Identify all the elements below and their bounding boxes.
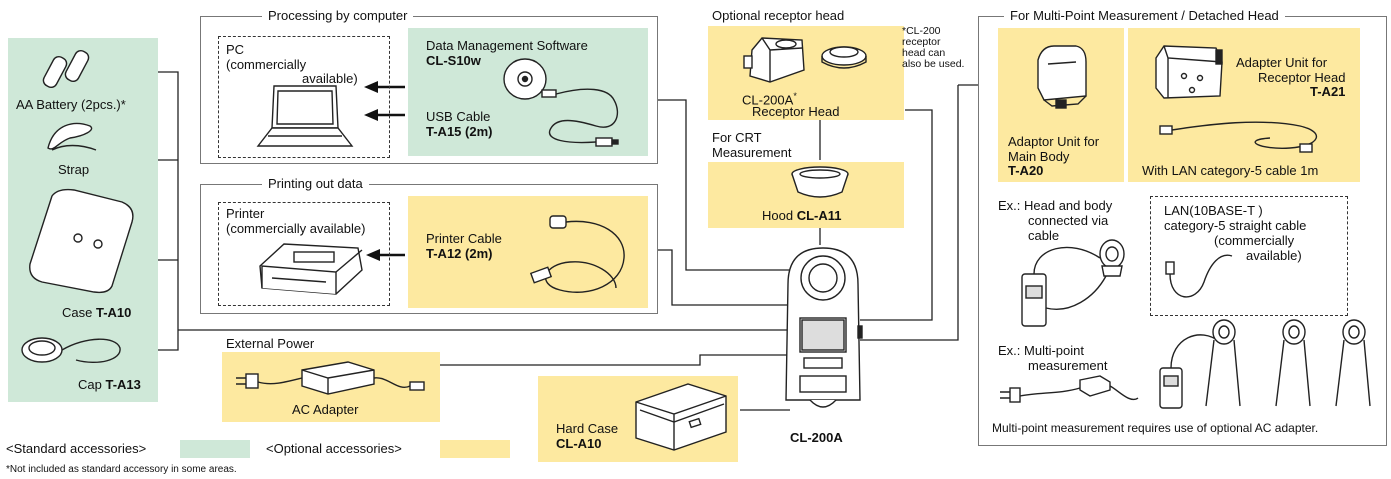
receptor-note-line1: *CL-200 — [902, 25, 941, 37]
cd-icon — [503, 58, 547, 100]
hard-case-code: CL-A10 — [556, 436, 602, 451]
adaptor-body-code: T-A20 — [1008, 163, 1044, 178]
pc-label-line2: (commercially — [226, 57, 307, 72]
cap-name: Cap — [78, 377, 102, 392]
software-code: CL-S10w — [426, 53, 481, 68]
printer-icon — [259, 243, 363, 295]
ex1-line3: cable — [1028, 228, 1060, 243]
adapter-head-code: T-A21 — [1310, 84, 1346, 99]
printer-cable-code: T-A12 (2m) — [426, 246, 493, 261]
receptor-head-code: CL-200A* — [742, 89, 797, 107]
printer-box — [218, 202, 390, 306]
hood-label: Hood CL-A11 — [762, 208, 842, 223]
printer-label-line1: Printer — [226, 206, 265, 221]
crt-line2: Measurement — [712, 145, 792, 160]
cap-icon — [21, 337, 121, 364]
hard-case-icon — [635, 383, 727, 451]
hard-case-label: Hard Case — [556, 421, 619, 436]
strap-icon — [47, 122, 97, 151]
printer-cable-label: Printer Cable — [426, 231, 502, 246]
printer-label-line2: (commercially available) — [226, 221, 366, 236]
legend-standard-label: <Standard accessories> — [6, 441, 147, 456]
printing-section-frame — [200, 184, 658, 314]
hood-icon — [791, 166, 849, 198]
software-label: Data Management Software — [426, 38, 588, 53]
printer-cable-icon — [529, 215, 625, 293]
legend-standard-swatch — [180, 440, 250, 458]
adaptor-unit-body-icon — [1037, 45, 1087, 109]
multipoint-footer: Multi-point measurement requires use of … — [992, 421, 1319, 435]
laptop-icon — [256, 85, 354, 147]
adapter-head-line2: Receptor Head — [1258, 70, 1346, 85]
lan-note: With LAN category-5 cable 1m — [1142, 163, 1319, 178]
hood-code: CL-A11 — [796, 208, 842, 223]
lan-line2: category-5 straight cable — [1164, 218, 1307, 233]
ac-adapter-label: AC Adapter — [292, 402, 359, 417]
printer-cable-panel — [408, 196, 648, 308]
strap-label: Strap — [58, 162, 90, 177]
ac-adapter-icon — [236, 361, 425, 395]
computer-section-title: Processing by computer — [262, 8, 414, 23]
crt-line1: For CRT — [712, 130, 762, 145]
lan-line1: LAN(10BASE-T ) — [1164, 203, 1263, 218]
printing-section-title: Printing out data — [262, 176, 369, 191]
adaptor-body-line2: Main Body — [1008, 149, 1070, 164]
multipoint-title: For Multi-Point Measurement / Detached H… — [1004, 8, 1285, 23]
receptor-note-line2: receptor — [902, 36, 941, 48]
case-icon — [29, 188, 134, 294]
usb-label: USB Cable — [426, 109, 491, 124]
lan-line3: (commercially — [1214, 233, 1295, 248]
main-unit-label: CL-200A — [790, 430, 843, 445]
receptor-head-icon — [743, 37, 867, 83]
adapter-unit-head-icon — [1155, 45, 1223, 99]
ex2-line1: Ex.: Multi-point — [998, 343, 1084, 358]
case-name: Case — [62, 305, 93, 320]
cap-code: T-A13 — [105, 377, 141, 392]
pc-label-line1: PC — [226, 42, 245, 57]
receptor-note-line3: head can — [902, 47, 946, 59]
hood-name: Hood — [762, 208, 794, 223]
legend-footnote: *Not included as standard accessory in s… — [6, 464, 237, 475]
case-label: Case T-A10 — [62, 305, 131, 320]
receptor-head-star: * — [793, 91, 797, 101]
head-body-cable-icon — [1021, 239, 1125, 327]
ex1-line1: Ex.: Head and body — [998, 198, 1113, 213]
case-code: T-A10 — [95, 305, 132, 320]
pc-label-line3: available) — [302, 71, 358, 86]
legend-optional-label: <Optional accessories> — [266, 441, 402, 456]
battery-icon — [42, 50, 90, 88]
receptor-title: Optional receptor head — [712, 8, 845, 23]
lan-line4: available) — [1246, 248, 1302, 263]
receptor-panel — [708, 26, 904, 120]
adaptor-body-line1: Adaptor Unit for — [1008, 134, 1100, 149]
lan-straight-cable-icon — [1165, 254, 1233, 298]
external-power-title: External Power — [226, 336, 315, 351]
multipoint-setup-icon — [1000, 319, 1371, 409]
battery-label: AA Battery (2pcs.)* — [16, 97, 126, 112]
ex2-line2: measurement — [1028, 358, 1108, 373]
receptor-note-line4: also be used. — [902, 58, 965, 70]
receptor-head-code-text: CL-200A — [742, 92, 794, 108]
adapter-head-line1: Adapter Unit for — [1236, 55, 1328, 70]
ex1-line2: connected via — [1028, 213, 1109, 228]
cap-label: Cap T-A13 — [78, 377, 141, 392]
legend-optional-swatch — [440, 440, 510, 458]
pc-box — [218, 36, 390, 158]
receptor-head-label: Receptor Head — [752, 104, 840, 119]
cl-200a-meter-icon — [785, 247, 863, 408]
lan-cable-icon — [1159, 121, 1318, 153]
usb-cable-icon — [541, 88, 619, 147]
lan-cable-box — [1150, 196, 1348, 316]
usb-code: T-A15 (2m) — [426, 124, 493, 139]
computer-section-frame — [200, 16, 658, 164]
